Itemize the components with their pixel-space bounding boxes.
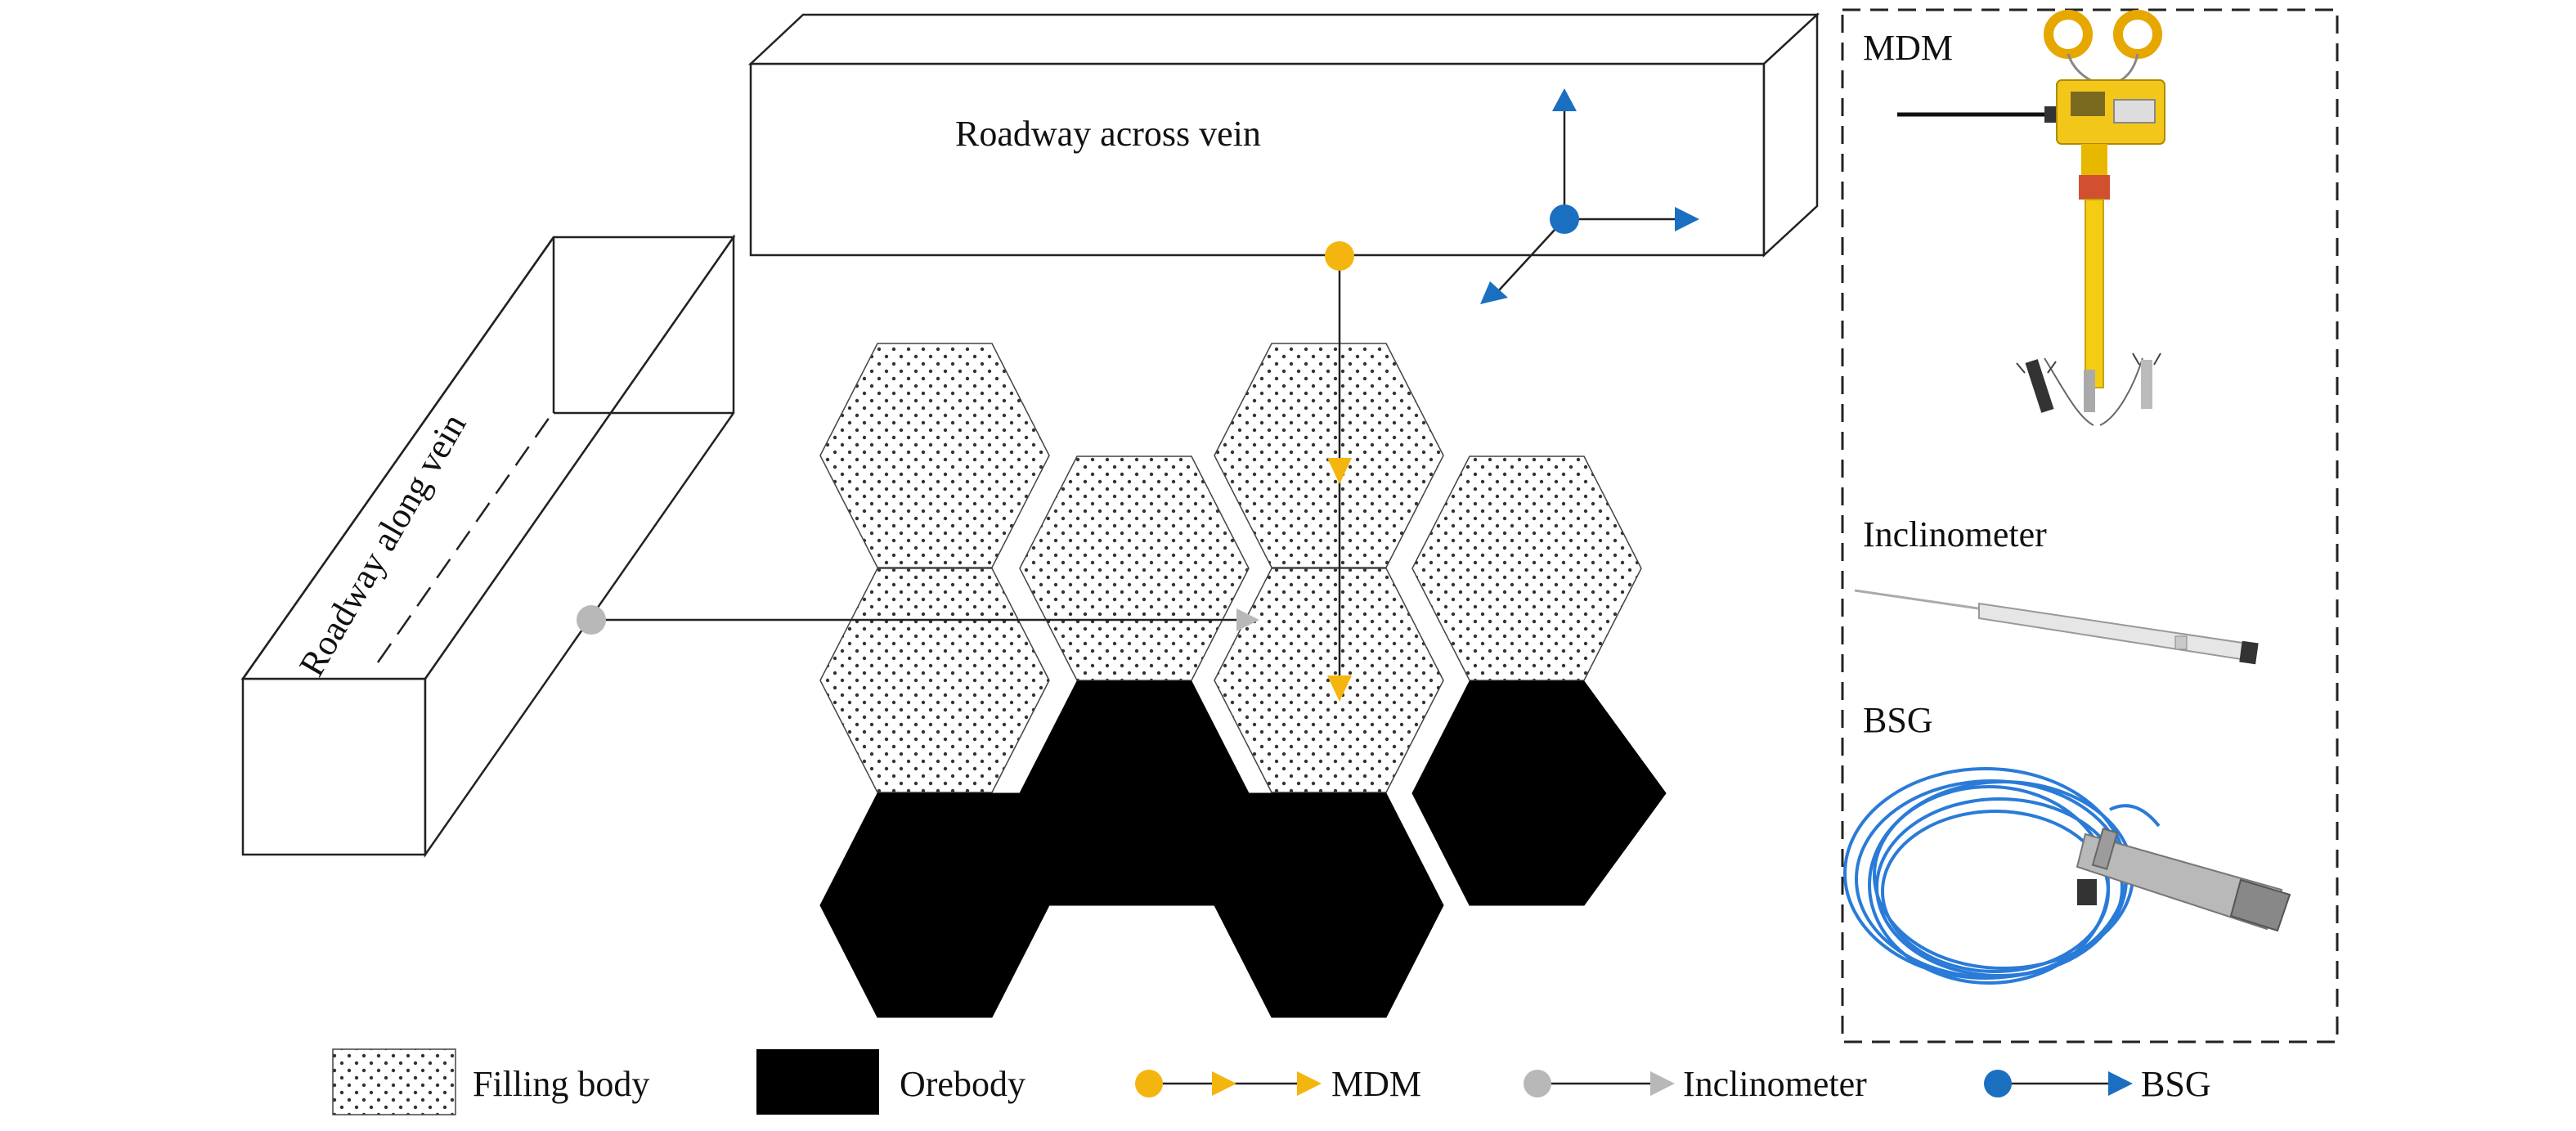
roadway-across-vein-box: [747, 12, 1820, 258]
filling-hex: [819, 343, 1050, 568]
inclinometer-line: [577, 605, 1259, 635]
legend-orebody-swatch: [756, 1049, 879, 1115]
orebody-hexagons: [819, 680, 1667, 1018]
legend: Filling body Orebody MDM Inclinometer BS…: [332, 1048, 2211, 1115]
legend-mdm-label: MDM: [1331, 1064, 1421, 1104]
filling-hex: [819, 568, 1050, 793]
device-bsg-title: BSG: [1863, 700, 1933, 740]
legend-bsg-label: BSG: [2141, 1064, 2211, 1104]
filling-body-hexagons: [819, 343, 1642, 793]
device-inclinometer-title: Inclinometer: [1863, 514, 2047, 554]
legend-inclinometer-label: Inclinometer: [1683, 1064, 1867, 1104]
mdm-device-image: [1897, 10, 2165, 426]
legend-filling-swatch: [332, 1048, 456, 1115]
legend-filling-label: Filling body: [473, 1064, 649, 1104]
device-panel: [1841, 8, 2339, 1043]
bsg-axes: [1480, 88, 1699, 304]
orebody-fill: [991, 792, 1078, 906]
legend-bsg-symbol: [1984, 1070, 2133, 1097]
inclinometer-device-image: [1854, 589, 2259, 665]
filling-hex: [1214, 343, 1444, 568]
orebody-fill: [1191, 792, 1272, 906]
filling-hex: [1214, 568, 1444, 793]
legend-inclinometer-symbol: [1524, 1070, 1675, 1097]
roadway-across-vein-label: Roadway across vein: [955, 114, 1261, 154]
roadway-along-vein-box: [240, 234, 736, 858]
filling-hex: [1019, 456, 1250, 681]
legend-mdm-symbol: [1135, 1070, 1322, 1097]
mdm-line: [1325, 241, 1354, 702]
legend-orebody-label: Orebody: [900, 1064, 1025, 1104]
filling-hex: [1411, 456, 1642, 681]
bsg-device-image: [1843, 767, 2291, 985]
device-mdm-title: MDM: [1863, 28, 1953, 68]
orebody-hex: [1411, 680, 1667, 906]
